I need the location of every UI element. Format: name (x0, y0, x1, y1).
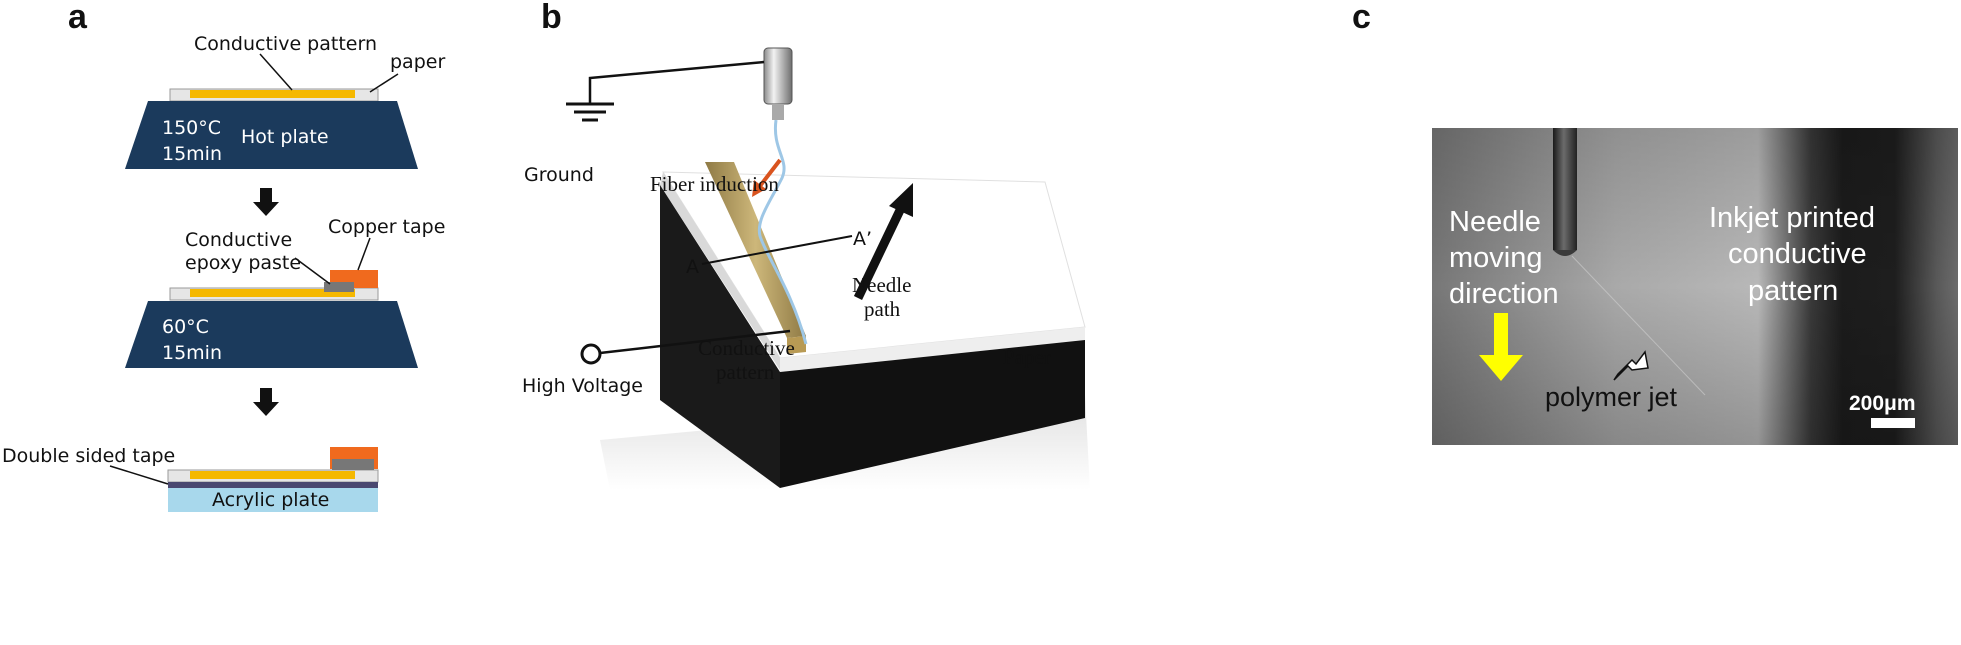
label-a-prime: A’ (853, 228, 872, 250)
label-conductive: conductive (1728, 238, 1867, 270)
label-path: path (864, 297, 901, 321)
label-time: 15min (162, 342, 222, 364)
high-voltage-terminal (580, 343, 602, 365)
process-arrow (253, 188, 279, 216)
photo-jet-line (1571, 255, 1706, 396)
label-needle: Needle (852, 273, 911, 297)
leader-line (357, 237, 371, 271)
conductive-pattern-layer (190, 289, 355, 297)
label-hot-plate: Hot plate (241, 126, 329, 148)
photo-needle-tip (1553, 250, 1577, 256)
step2-assembly: Conductive epoxy paste Copper tape 60°C … (125, 216, 445, 368)
label-pattern: pattern (716, 360, 775, 384)
label-temp: 60°C (162, 316, 209, 338)
block-front-face (780, 340, 1085, 488)
process-arrow (253, 388, 279, 416)
hot-plate (125, 301, 418, 368)
polymer-fiber (757, 119, 808, 345)
label-needle: Needle (1449, 206, 1541, 238)
label-copper-tape: Copper tape (328, 216, 445, 238)
label-paper: paper (390, 51, 445, 73)
micrograph-shading (1432, 128, 1958, 445)
label-conductive: Conductive (185, 229, 292, 251)
panel-c: c Needle moving direction Inkjet printed… (1352, 0, 1958, 445)
label-pattern: pattern (1748, 275, 1838, 307)
panel-a: a Conductive pattern paper 150°C 15min H… (2, 0, 445, 512)
double-sided-tape (168, 482, 378, 488)
fiber-induction-arrowhead (752, 180, 766, 197)
step1-assembly: Conductive pattern paper 150°C 15min Hot… (125, 33, 445, 169)
label-high-voltage: High Voltage (522, 375, 643, 397)
high-voltage-wire (599, 329, 791, 355)
label-conductive: Conductive (698, 336, 795, 360)
section-line (701, 235, 853, 265)
label-conductive-pattern: Conductive pattern (194, 33, 377, 55)
panel-b: b Ground Fiber i (522, 0, 1090, 490)
block-left-face (660, 185, 780, 488)
conductive-pattern-layer (190, 90, 355, 98)
scale-bar-label: 200μm (1849, 392, 1916, 415)
leader-line (109, 465, 169, 485)
label-direction: direction (1449, 278, 1559, 310)
epoxy-paste (332, 459, 374, 470)
label-time: 15min (162, 143, 222, 165)
leader-line (294, 257, 331, 285)
panel-letter-b: b (541, 0, 562, 36)
leader-line (259, 53, 293, 91)
conductive-pattern-layer (190, 471, 355, 479)
polymer-jet-arrow (1613, 350, 1649, 381)
acrylic-plate (168, 488, 378, 512)
label-a: A (686, 256, 699, 278)
panel-letter-c: c (1352, 0, 1371, 36)
label-fiber-induction: Fiber induction (650, 172, 779, 196)
label-paper: Paper (1003, 345, 1051, 369)
fiber-induction-arrow (758, 158, 782, 188)
direction-arrow-head (1479, 355, 1523, 381)
direction-arrow-shaft (1494, 313, 1508, 355)
label-ground: Ground (524, 164, 594, 186)
label-temp: 150°C (162, 117, 221, 139)
leader-line (369, 73, 399, 93)
scale-bar (1871, 418, 1915, 428)
needle-body (763, 47, 793, 105)
label-polymer-jet: polymer jet (1545, 382, 1678, 412)
hot-plate (125, 101, 418, 169)
needle-path-arrow (853, 204, 907, 300)
label-moving: moving (1449, 242, 1543, 274)
block-left-edge (660, 172, 780, 370)
conductive-strip (705, 162, 806, 338)
photo-needle (1553, 128, 1577, 250)
label-double-sided-tape: Double sided tape (2, 445, 175, 467)
needle-tip (772, 104, 784, 120)
label-acrylic-plate: Acrylic plate (212, 489, 329, 511)
ground-wire (588, 60, 765, 104)
panel-letter-a: a (68, 0, 88, 36)
step3-assembly: Double sided tape Acrylic plate (2, 445, 379, 512)
conductive-strip-end (787, 336, 806, 354)
paper-front-edge (780, 327, 1085, 372)
epoxy-paste (324, 282, 354, 292)
label-epoxy-paste: epoxy paste (185, 252, 301, 274)
label-inkjet-printed: Inkjet printed (1709, 202, 1875, 234)
needle-path-arrowhead (889, 183, 913, 217)
